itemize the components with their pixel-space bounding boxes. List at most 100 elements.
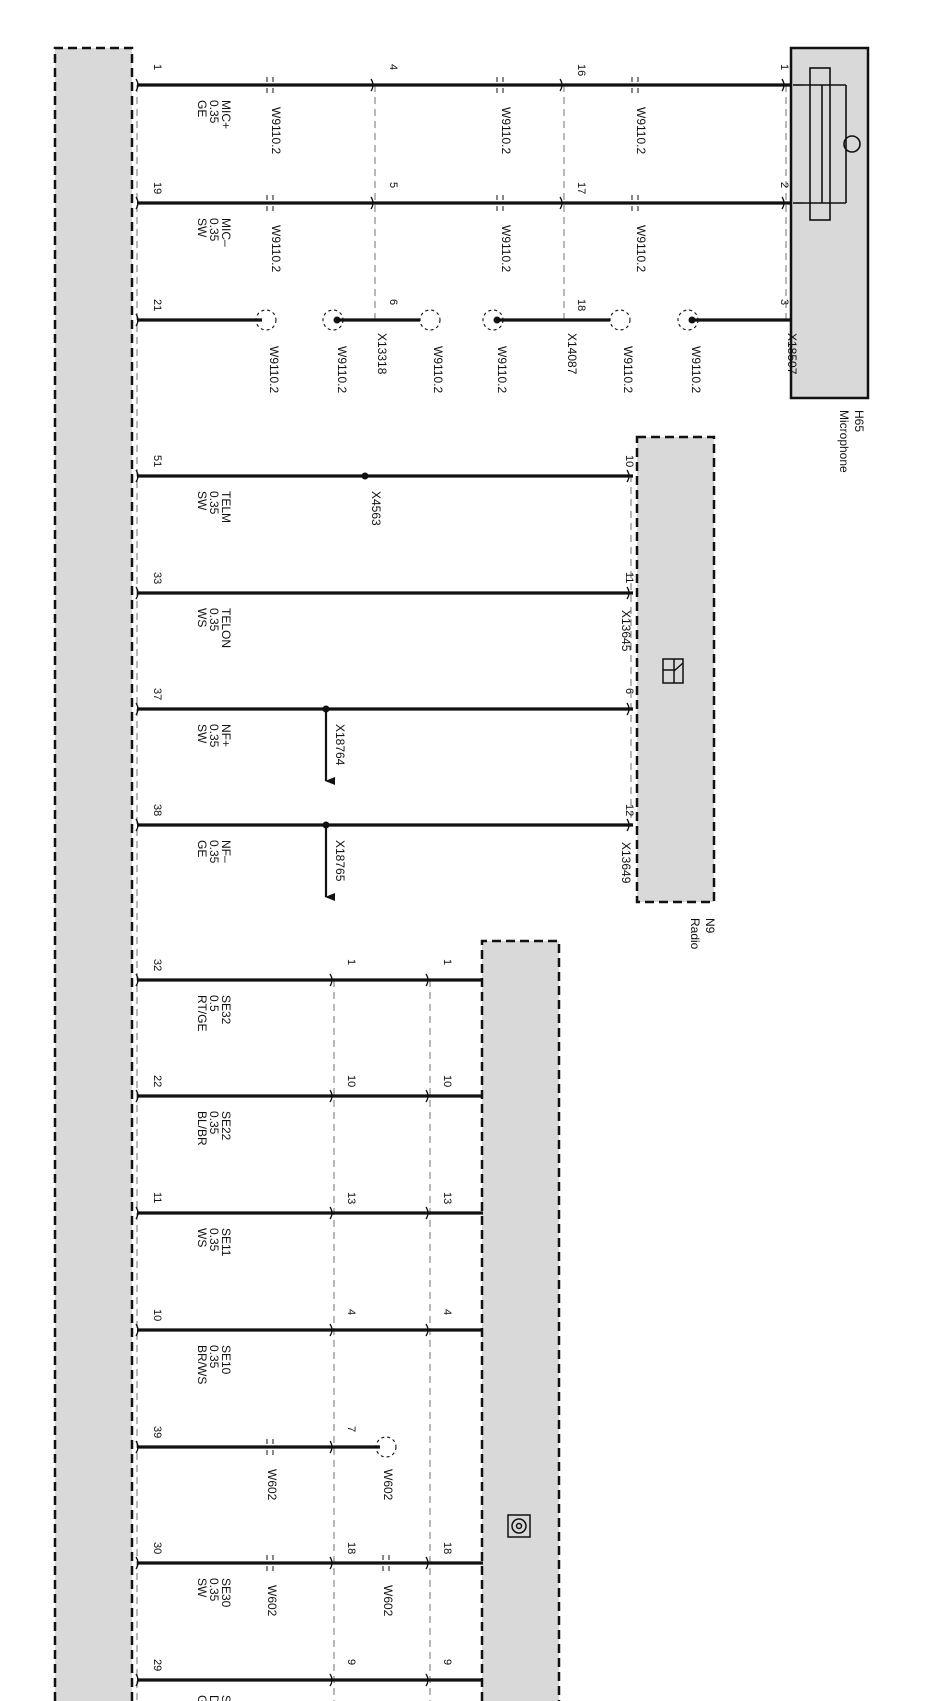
mid-pin-number: 18: [345, 1542, 357, 1554]
pin-mark: [135, 469, 139, 483]
branch-connector-label: X18765: [333, 840, 347, 882]
pin-mark: [329, 1556, 333, 1570]
mid-pin-number: 13: [345, 1192, 357, 1204]
pin-mark: [425, 1323, 429, 1337]
right-pin-number: 11: [623, 572, 635, 583]
wire-size: 0.35: [207, 1578, 221, 1602]
left-pin-number: 29: [151, 1659, 163, 1671]
pin-mark: [559, 196, 563, 210]
shield-tick: [631, 77, 639, 93]
left-pin-number: 33: [151, 572, 163, 584]
mid-pin-number: 10: [345, 1075, 357, 1087]
pin-mark: [135, 702, 139, 716]
splice-label: X4563: [369, 491, 383, 526]
shield-label: W9110.2: [499, 225, 513, 272]
right-pin-number: 4: [441, 1309, 453, 1315]
wire-color: WS: [195, 1228, 209, 1247]
inline-pin-number: 4: [387, 64, 399, 70]
shield-ring: [419, 309, 441, 331]
microphone-name: Microphone: [837, 410, 851, 473]
right-pin-number: 12: [623, 804, 635, 816]
junction-dot: [333, 316, 341, 324]
wire-color: GE: [195, 840, 209, 857]
inline-pin-number: 17: [575, 182, 587, 194]
pin-mark: [329, 1673, 333, 1687]
shield-ring: [375, 1436, 397, 1458]
shield-label: W9110.2: [634, 107, 648, 154]
wire-color: SW: [195, 218, 209, 238]
right-pin-number: 2: [778, 182, 790, 188]
right-pin-number: 3: [778, 299, 790, 305]
left-control-unit: [53, 46, 134, 1701]
wire-signal-name: SE30: [219, 1578, 233, 1608]
inline-connector-label: X14087: [565, 333, 579, 375]
wire-color: SW: [195, 491, 209, 511]
wire-color: WS: [195, 608, 209, 627]
shield-label: W602: [265, 1585, 279, 1617]
radio-name: Radio: [688, 918, 702, 950]
wire-signal-name: TELON: [219, 608, 233, 648]
radio-icon: [662, 658, 684, 684]
wire-size: 0.35: [207, 608, 221, 632]
shield-label: W9110.2: [269, 225, 283, 272]
pin-mark: [370, 196, 374, 210]
pin-mark: [329, 1440, 333, 1454]
connector-label: X18507: [785, 333, 799, 375]
right-pin-number: 18: [441, 1542, 453, 1554]
pin-mark: [135, 196, 139, 210]
inline-pin-number: 6: [387, 299, 399, 305]
shield-tick: [382, 1555, 390, 1571]
shield-label: W9110.2: [689, 346, 703, 393]
wire-signal-name: NF–: [219, 840, 233, 863]
pin-mark: [425, 1206, 429, 1220]
pin-mark: [135, 586, 139, 600]
shield-label: W602: [381, 1469, 395, 1501]
radio-code: N9: [703, 918, 717, 934]
inline-pin-number: 5: [387, 182, 399, 188]
lower-control-unit: [480, 939, 561, 1701]
left-pin-number: 22: [151, 1075, 163, 1087]
wire-color: G: [195, 1695, 209, 1701]
wire-color: BL/BR: [195, 1111, 209, 1146]
radio-component: [635, 435, 716, 904]
left-pin-number: 10: [151, 1309, 163, 1321]
wire-color: SW: [195, 1578, 209, 1598]
left-pin-number: 38: [151, 804, 163, 816]
branch-connector-label: X18764: [333, 724, 347, 766]
wire-size: 0.35: [207, 100, 221, 124]
microphone-symbol: [793, 67, 861, 221]
right-pin-number: 1: [441, 959, 453, 965]
shield-label: W9110.2: [267, 346, 281, 393]
wire-signal-name: SE32: [219, 995, 233, 1025]
pin-mark: [370, 78, 374, 92]
pin-mark: [559, 78, 563, 92]
wire-size: 0.35: [207, 1111, 221, 1135]
right-pin-number: 1: [778, 64, 790, 70]
right-pin-number: 13: [441, 1192, 453, 1204]
left-pin-number: 39: [151, 1426, 163, 1438]
pin-mark: [425, 973, 429, 987]
wire-size: 0.35: [207, 1345, 221, 1369]
radio-connector-label: X13649: [619, 842, 633, 884]
wire-size: 0.5: [207, 995, 221, 1012]
wire-signal-name: MIC–: [219, 218, 233, 247]
right-pin-number: 10: [623, 455, 635, 467]
speaker-box-icon: [507, 1514, 531, 1538]
pin-mark: [425, 1556, 429, 1570]
right-pin-number: 9: [441, 1659, 453, 1665]
harness-dashed-lines: [136, 85, 787, 1701]
wire-size: D: [207, 1695, 221, 1701]
junction-dot: [493, 316, 501, 324]
mid-pin-number: 1: [345, 959, 357, 965]
left-pin-number: 19: [151, 182, 163, 194]
wire-signal-name: TELM: [219, 491, 233, 523]
shield-label: W9110.2: [431, 346, 445, 393]
wire-size: 0.35: [207, 840, 221, 864]
shield-ring: [609, 309, 631, 331]
pin-mark: [135, 78, 139, 92]
pin-mark: [135, 818, 139, 832]
pin-mark: [626, 586, 630, 600]
right-pin-number: 6: [623, 688, 635, 694]
shield-label: W9110.2: [335, 346, 349, 393]
